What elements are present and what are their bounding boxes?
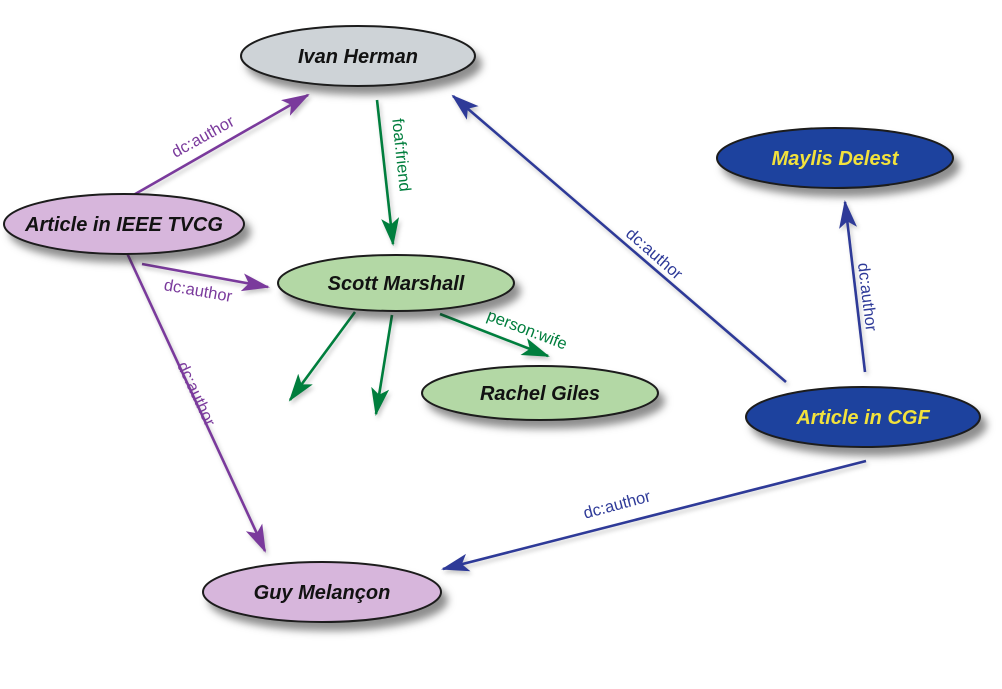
node-scott-marshall: Scott Marshall — [277, 254, 515, 312]
node-ellipse — [745, 386, 981, 448]
node-guy-melancon: Guy Melançon — [202, 561, 442, 623]
edge-tvcg-to-guy — [125, 252, 267, 553]
edge-scott-unlabeled-down — [371, 314, 394, 416]
edge-cgf-to-guy — [441, 459, 867, 572]
edge-ivan-to-scott — [375, 99, 400, 246]
node-label: Guy Melançon — [254, 582, 391, 604]
node-label: Scott Marshall — [328, 273, 465, 295]
edge-cgf-to-ivan — [451, 94, 787, 383]
edge-label-foaf-friend: foaf:friend — [388, 118, 414, 193]
edge-scott-to-rachel — [439, 312, 550, 358]
edge-line — [125, 252, 267, 553]
edge-line — [375, 99, 400, 246]
node-ellipse — [716, 127, 954, 189]
edge-tvcg-to-ivan — [129, 93, 310, 199]
node-label: Article in IEEE TVCG — [24, 214, 223, 236]
node-ellipse — [240, 25, 476, 87]
edge-line — [141, 262, 270, 292]
node-ivan-herman: Ivan Herman — [240, 25, 476, 87]
edge-line — [451, 94, 787, 383]
node-ellipse — [3, 193, 245, 255]
node-maylis-delest: Maylis Delest — [716, 127, 954, 189]
edge-line — [129, 93, 310, 199]
edge-label-dc-author: dc:author — [163, 276, 234, 306]
edge-label-dc-author: dc:author — [622, 225, 686, 284]
edge-line — [839, 200, 867, 373]
edge-cgf-to-maylis — [839, 200, 867, 373]
node-rachel-giles: Rachel Giles — [421, 365, 659, 421]
edge-line — [288, 311, 357, 402]
node-ellipse — [202, 561, 442, 623]
edge-tvcg-to-scott — [141, 262, 270, 292]
node-article-cgf: Article in CGF — [745, 386, 981, 448]
node-label: Ivan Herman — [298, 46, 418, 68]
edge-line — [439, 312, 550, 358]
node-ellipse — [277, 254, 515, 312]
node-article-ieee-tvcg: Article in IEEE TVCG — [3, 193, 245, 255]
edge-line — [371, 314, 394, 416]
node-label: Maylis Delest — [772, 148, 900, 170]
node-label: Rachel Giles — [480, 383, 600, 405]
edge-line — [441, 459, 867, 572]
node-label: Article in CGF — [795, 407, 930, 429]
node-ellipse — [421, 365, 659, 421]
edge-scott-unlabeled-left — [288, 311, 357, 402]
edge-label-dc-author: dc:author — [173, 359, 219, 429]
